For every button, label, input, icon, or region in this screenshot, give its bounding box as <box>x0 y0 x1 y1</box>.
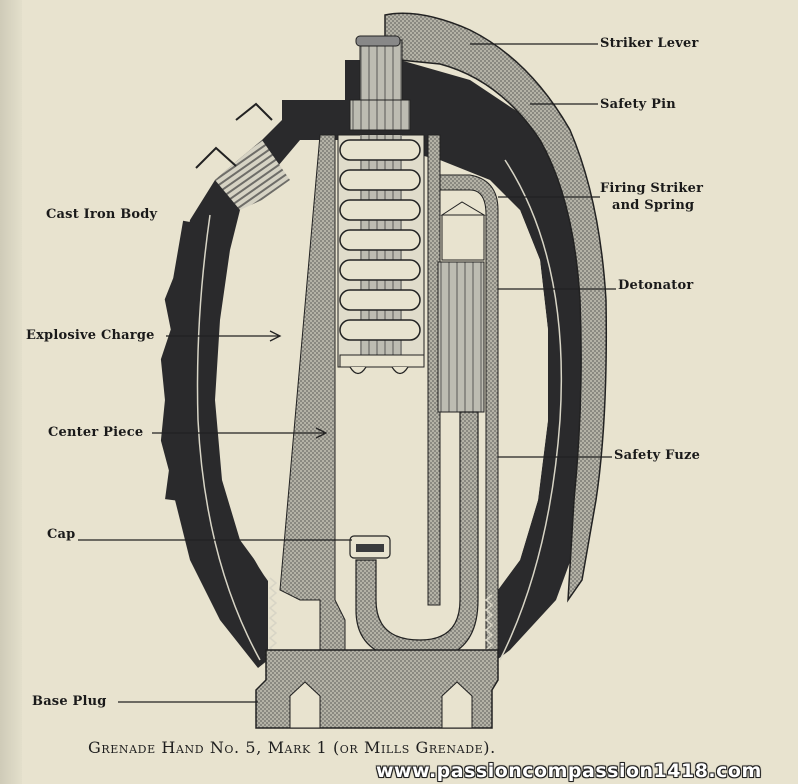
label-cap: Cap <box>47 527 76 542</box>
body-threads-left <box>268 577 278 659</box>
firing-spring <box>337 134 425 375</box>
label-detonator: Detonator <box>618 278 694 293</box>
cap-charge <box>356 544 384 552</box>
arrow-explosive-charge <box>269 330 282 342</box>
label-base-plug: Base Plug <box>32 694 107 709</box>
label-center-piece: Center Piece <box>48 425 144 440</box>
label-cast-iron-body: Cast Iron Body <box>46 207 158 222</box>
label-and-spring: and Spring <box>612 198 695 213</box>
cast-iron-segments <box>160 220 197 501</box>
label-safety-fuze: Safety Fuze <box>614 448 701 463</box>
inner-wall-line <box>499 159 563 661</box>
striker-lever <box>384 12 608 603</box>
arrow-center-piece <box>315 427 328 439</box>
leader-lines <box>78 43 616 703</box>
base-plug-hole-right <box>441 681 473 729</box>
body-threads-right <box>484 594 494 656</box>
page-edge-shadow <box>0 0 22 784</box>
detonator <box>437 261 485 413</box>
striker-body <box>349 99 411 131</box>
label-striker-lever: Striker Lever <box>600 36 699 51</box>
base-plug-hole-left <box>289 681 321 729</box>
cast-iron-body-right <box>345 60 600 665</box>
inner-wall-line-left <box>196 214 261 661</box>
explosive-chamber-right <box>490 200 548 590</box>
label-safety-pin: Safety Pin <box>600 97 676 112</box>
cast-iron-body-left <box>168 100 345 668</box>
striker-top <box>359 39 403 101</box>
threaded-filler-neck <box>215 140 290 210</box>
figure-caption: Grenade Hand No. 5, Mark 1 (or Mills Gre… <box>88 738 496 757</box>
label-firing-striker: Firing Striker <box>600 181 704 196</box>
watermark: www.passioncompassion1418.com <box>376 760 762 782</box>
striker-cap <box>355 35 401 47</box>
filler-plug-outline <box>195 102 273 169</box>
label-explosive-charge: Explosive Charge <box>26 328 155 343</box>
detonator-space <box>441 214 485 261</box>
detonator-chamber-top <box>440 201 486 216</box>
